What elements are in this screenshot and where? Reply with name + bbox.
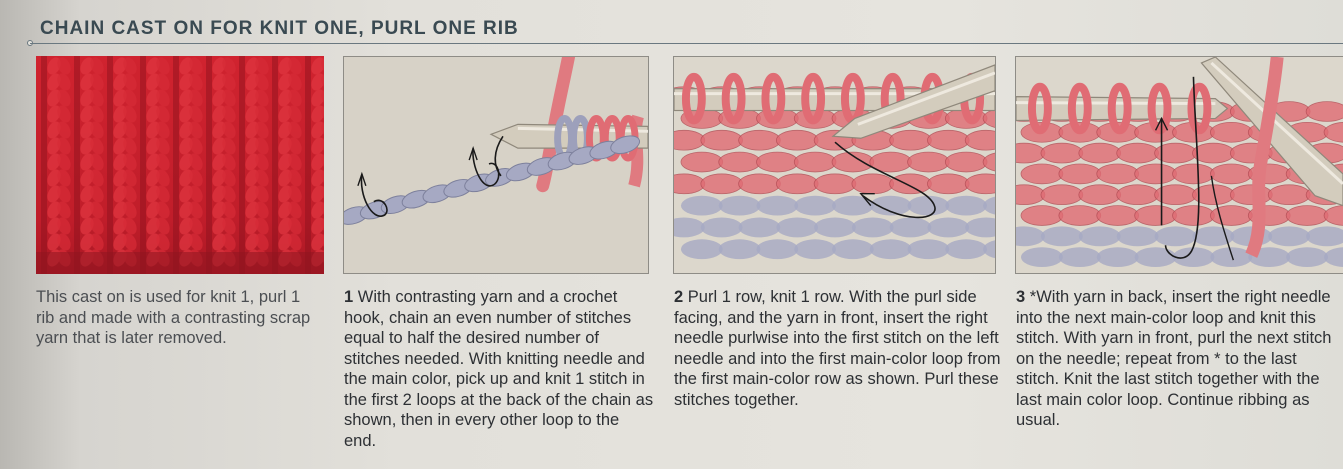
step2-number: 2	[674, 288, 683, 306]
step2-caption: 2 Purl 1 row, knit 1 row. With the purl …	[674, 287, 1004, 410]
intro-caption: This cast on is used for knit 1, purl 1 …	[36, 287, 318, 349]
intro-text: This cast on is used for knit 1, purl 1 …	[36, 288, 310, 347]
section-title: CHAIN CAST ON FOR KNIT ONE, PURL ONE RIB	[40, 18, 519, 40]
step3-text: *With yarn in back, insert the right nee…	[1016, 288, 1331, 429]
step3-caption: 3 *With yarn in back, insert the right n…	[1016, 287, 1343, 431]
step1-illustration	[343, 56, 649, 274]
step1-caption: 1 With contrasting yarn and a crochet ho…	[344, 287, 654, 451]
title-rule	[30, 43, 1343, 44]
knit-rib-photo	[36, 56, 324, 274]
step1-number: 1	[344, 288, 353, 306]
step3-illustration	[1015, 56, 1343, 274]
step2-text: Purl 1 row, knit 1 row. With the purl si…	[674, 288, 1001, 409]
step3-number: 3	[1016, 288, 1025, 306]
step1-text: With contrasting yarn and a crochet hook…	[344, 288, 653, 450]
step2-illustration	[673, 56, 996, 274]
